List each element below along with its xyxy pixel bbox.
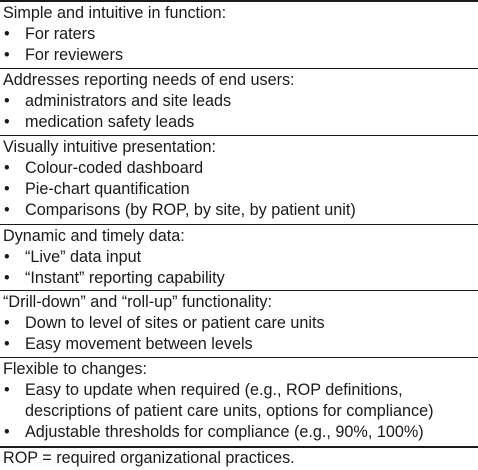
table-section: “Drill-down” and “roll-up” functionality… [0, 292, 478, 355]
list-item: • “Live” data input [3, 247, 475, 268]
bullet-icon: • [4, 381, 10, 399]
bullet-icon: • [4, 269, 10, 287]
section-heading: Simple and intuitive in function: [3, 4, 227, 22]
list-item-text: administrators and site leads [25, 92, 232, 110]
bullet-icon: • [4, 201, 10, 219]
list-item: • Comparisons (by ROP, by site, by patie… [3, 200, 475, 221]
section-heading: Dynamic and timely data: [3, 227, 185, 245]
list-item: • Pie-chart quantification [3, 179, 475, 200]
list-item-text: Comparisons (by ROP, by site, by patient… [25, 201, 356, 219]
list-item-text: Easy movement between levels [25, 335, 253, 353]
list-item-text-continued: descriptions of patient care units, opti… [25, 402, 434, 420]
bullet-icon: • [4, 159, 10, 177]
section-divider [0, 68, 478, 69]
list-item-text: “Instant” reporting capability [25, 269, 225, 287]
list-item-text: Colour-coded dashboard [25, 159, 204, 177]
list-item: • Easy to update when required (e.g., RO… [3, 380, 475, 422]
table-section: Dynamic and timely data: • “Live” data i… [0, 226, 478, 289]
bullet-icon: • [4, 113, 10, 131]
bullet-icon: • [4, 25, 10, 43]
list-item-text: medication safety leads [25, 113, 195, 131]
list-item: • “Instant” reporting capability [3, 268, 475, 289]
list-item: • administrators and site leads [3, 91, 475, 112]
list-item-text: Pie-chart quantification [25, 180, 190, 198]
list-item-text: Adjustable thresholds for compliance (e.… [25, 423, 424, 441]
table-footnote: ROP = required organizational practices. [3, 449, 295, 467]
list-item-text: Easy to update when required (e.g., ROP … [25, 381, 403, 399]
list-item-text: Down to level of sites or patient care u… [25, 314, 325, 332]
list-item-text: “Live” data input [25, 248, 142, 266]
bullet-icon: • [4, 180, 10, 198]
list-item-text: For reviewers [25, 46, 124, 64]
list-item: • Easy movement between levels [3, 334, 475, 355]
bullet-icon: • [4, 248, 10, 266]
section-divider [0, 357, 478, 358]
bullet-icon: • [4, 314, 10, 332]
table-section: Flexible to changes: • Easy to update wh… [0, 359, 478, 443]
table-top-rule [0, 0, 478, 2]
section-heading: Flexible to changes: [3, 360, 147, 378]
list-item-text: For raters [25, 25, 96, 43]
bullet-icon: • [4, 92, 10, 110]
list-item: • For raters [3, 24, 475, 45]
table-section: Visually intuitive presentation: • Colou… [0, 137, 478, 221]
bullet-icon: • [4, 335, 10, 353]
bullet-icon: • [4, 423, 10, 441]
section-heading: Visually intuitive presentation: [3, 138, 216, 156]
section-divider [0, 135, 478, 136]
list-item: • For reviewers [3, 45, 475, 66]
list-item: • Down to level of sites or patient care… [3, 313, 475, 334]
section-heading: Addresses reporting needs of end users: [3, 71, 295, 89]
bullet-icon: • [4, 46, 10, 64]
table-section: Simple and intuitive in function: • For … [0, 3, 478, 66]
list-item: • Adjustable thresholds for compliance (… [3, 422, 475, 443]
section-divider [0, 290, 478, 291]
section-heading: “Drill-down” and “roll-up” functionality… [3, 293, 272, 311]
list-item: • Colour-coded dashboard [3, 158, 475, 179]
table-bottom-rule [0, 446, 478, 448]
table-section: Addresses reporting needs of end users: … [0, 70, 478, 133]
list-item: • medication safety leads [3, 112, 475, 133]
section-divider [0, 224, 478, 225]
